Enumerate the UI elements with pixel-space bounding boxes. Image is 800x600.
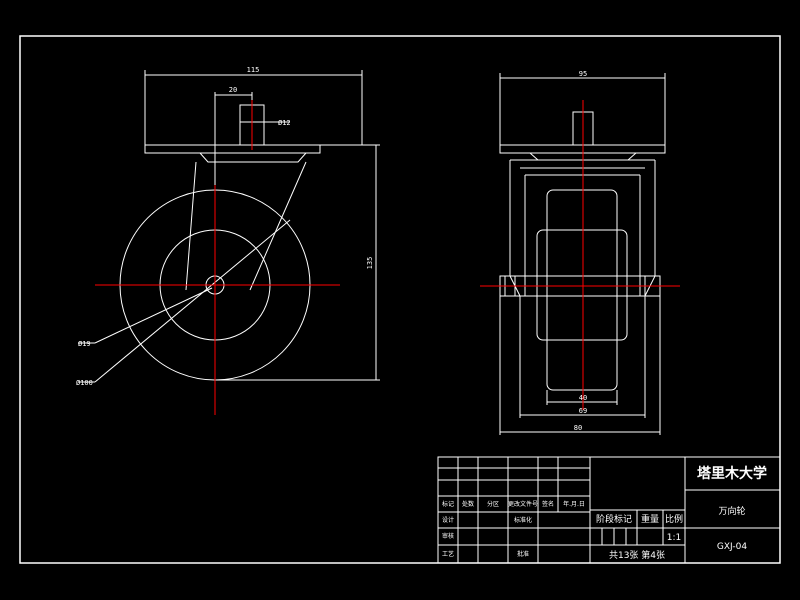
dim-wheel-dia: Ø100: [76, 379, 93, 387]
fork-arm-right: [249, 161, 307, 291]
tb-drawing-no: GXJ-04: [717, 542, 747, 552]
tb-scale-label: 比例: [665, 513, 683, 525]
tb-check: 审核: [442, 532, 454, 540]
dim-stem-dia: Ø12: [278, 119, 291, 127]
front-view: [78, 70, 380, 383]
leader-bore: [94, 287, 213, 344]
dim-95: 95: [579, 70, 587, 78]
dim-69: 69: [579, 407, 587, 415]
tb-change: 更改文件号: [508, 500, 538, 508]
dim-135: 135: [366, 257, 374, 270]
tb-school: 塔里木大学: [697, 465, 767, 482]
tb-stage-mark: 阶段标记: [596, 513, 632, 525]
hub-side: [536, 229, 628, 341]
leader-wheel: [94, 219, 291, 383]
dim-20: 20: [229, 86, 237, 94]
tb-weight: 重量: [641, 513, 659, 525]
dim-115: 115: [247, 66, 260, 74]
dim-40: 40: [579, 394, 587, 402]
tb-approve: 批准: [517, 550, 529, 558]
mounting-plate: [144, 144, 321, 154]
tb-count: 处数: [462, 500, 474, 508]
tb-scale: 1:1: [667, 533, 681, 543]
dim-80: 80: [574, 424, 582, 432]
front-centerlines: [95, 100, 340, 415]
tb-sheet-info: 共13张 第4张: [609, 549, 665, 561]
swivel-bracket: [199, 152, 307, 163]
wheel-side: [546, 189, 618, 391]
fork-arm-left: [185, 161, 197, 291]
dim-bore-dia: Ø19: [78, 340, 91, 348]
tb-process: 工艺: [442, 550, 454, 558]
title-block-frame: [437, 456, 781, 564]
tb-zone: 分区: [487, 500, 499, 508]
title-block: [437, 456, 781, 564]
tb-date: 年.月.日: [563, 500, 585, 508]
drawing-frame: [19, 35, 781, 564]
side-centerlines: [480, 100, 680, 410]
tb-mark: 标记: [442, 500, 454, 508]
tb-std: 标准化: [514, 516, 532, 524]
tb-design: 设计: [442, 516, 454, 524]
tb-sign: 签名: [542, 500, 554, 508]
tb-part-name: 万向轮: [718, 505, 745, 517]
